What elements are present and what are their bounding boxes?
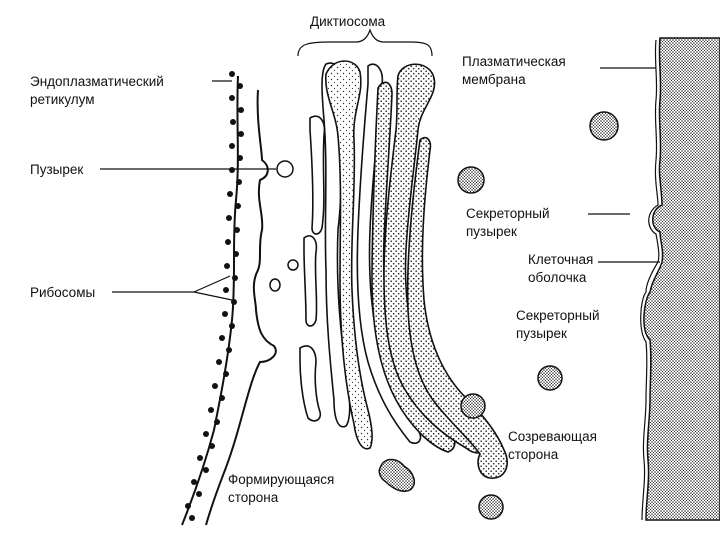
label-cellwall-line1: Клеточная bbox=[528, 252, 593, 267]
label-plasma-line2: мембрана bbox=[462, 72, 526, 87]
label-secretory1-line2: пузырек bbox=[466, 224, 517, 239]
label-maturing-line1: Созревающая bbox=[508, 429, 597, 444]
label-secretory2-line2: пузырек bbox=[516, 326, 567, 341]
label-maturing-line2: сторона bbox=[508, 447, 559, 462]
dictyosome-stack bbox=[299, 60, 508, 479]
label-forming-line1: Формирующаяся bbox=[228, 472, 334, 487]
label-dictyosome: Диктиосома bbox=[310, 14, 386, 29]
transport-vesicle bbox=[276, 160, 294, 178]
label-secretory1-line1: Секреторный bbox=[466, 206, 549, 221]
label-ribosomes: Рибосомы bbox=[30, 285, 95, 300]
leader-lines bbox=[100, 67, 660, 301]
transport-vesicle bbox=[269, 278, 281, 292]
transport-vesicle bbox=[287, 259, 299, 271]
label-er-line1: Эндоплазматический bbox=[30, 74, 164, 89]
ribosomes bbox=[185, 71, 244, 521]
er-membrane-inner bbox=[205, 89, 277, 526]
secretory-vesicles bbox=[378, 111, 619, 520]
label-secretory2-line1: Секреторный bbox=[516, 308, 599, 323]
label-vesicle: Пузырек bbox=[30, 162, 83, 177]
label-cellwall-line2: оболочка bbox=[528, 270, 587, 285]
label-plasma-line1: Плазматическая bbox=[462, 54, 566, 69]
label-er-line2: ретикулум bbox=[30, 92, 95, 107]
label-forming-line2: сторона bbox=[228, 490, 279, 505]
cell-wall bbox=[643, 37, 720, 521]
dictyosome-bracket bbox=[297, 28, 433, 57]
